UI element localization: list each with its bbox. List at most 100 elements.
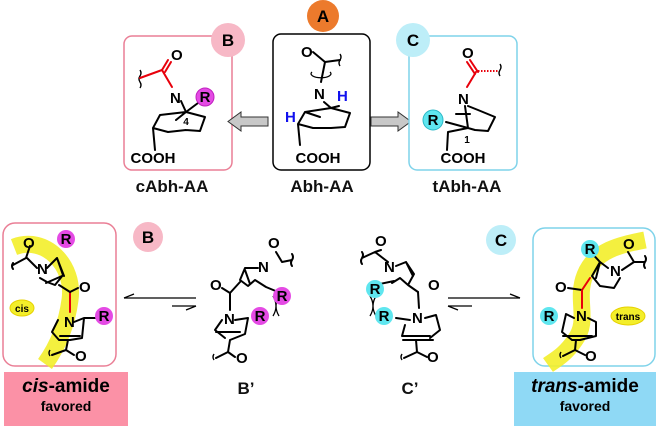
favored-label: favored: [559, 398, 611, 414]
trans-tag: [610, 306, 646, 326]
atom-r: R: [428, 112, 439, 129]
panel-tabh: C O N R 1 COOH: [396, 23, 518, 171]
panel-cis: cis O N O N O R R: [2, 222, 117, 369]
bicyclic-skeleton: [152, 100, 206, 151]
atom-o1: O: [375, 233, 387, 250]
atom-o1: O: [23, 235, 35, 252]
bicyclic-skeleton: [297, 101, 351, 146]
ring-2: [51, 317, 98, 356]
atom-r2: R: [99, 308, 110, 325]
badge-c-label: C: [407, 31, 419, 50]
atom-n1: N: [37, 261, 48, 278]
ring-1: [221, 267, 279, 294]
r-group-2: [95, 307, 113, 325]
atom-n1: N: [384, 259, 395, 276]
atom-o2: O: [79, 279, 91, 296]
ring-2: [395, 314, 441, 359]
badge-b-circle: [211, 23, 245, 57]
position-label: 1: [464, 135, 470, 146]
badge-c-bottom-label: C: [495, 231, 507, 250]
atom-r2: R: [379, 308, 390, 325]
arrow-to-c: [370, 111, 412, 132]
atom-n: N: [314, 86, 325, 103]
carbonyl-2: [567, 287, 583, 291]
atom-n1: N: [258, 259, 269, 276]
panel-trans-border: [532, 227, 656, 367]
r-group-2: [540, 307, 558, 325]
atom-r1: R: [277, 288, 288, 305]
trans-amide-label: trans-amide: [514, 376, 656, 398]
badge-c-circle: [396, 23, 430, 57]
atom-o3: O: [585, 348, 597, 365]
panel-trans: trans O N O N O R R: [532, 227, 656, 372]
carbonyl-bond-2: [164, 61, 172, 73]
atom-o: O: [171, 47, 183, 64]
wavy-bond: [212, 353, 215, 361]
panel-a-border: [272, 33, 371, 171]
badge-b-label: B: [222, 31, 234, 50]
amide-bond: [417, 291, 420, 309]
carbonyl-bond: [469, 59, 479, 73]
carbonyl-bond: [161, 59, 169, 71]
favored-label: favored: [40, 398, 92, 414]
amide-text: -amide: [48, 376, 110, 397]
cn-bond: [466, 71, 477, 88]
r-group-1: [273, 287, 291, 305]
trans-tag-label: trans: [616, 312, 641, 323]
r-group-circle: [195, 87, 215, 107]
atom-o2: O: [555, 279, 567, 296]
cis-tag-label: cis: [15, 304, 29, 315]
ring-1: [586, 247, 621, 289]
amide-text: -amide: [577, 376, 639, 397]
equilibrium-arrows-left: [123, 293, 197, 311]
atom-o: O: [301, 44, 313, 61]
carbonyl-bond-2: [466, 61, 476, 75]
acid-group: COOH: [131, 150, 176, 167]
atom-r2: R: [544, 308, 555, 325]
atom-n: N: [458, 91, 469, 108]
arrow-to-b: [227, 111, 269, 132]
atom-o2: O: [428, 277, 440, 294]
badge-b-bottom-label: B: [142, 228, 154, 247]
r-group-1: [366, 280, 384, 298]
amide-link: [581, 277, 591, 291]
atom-o: O: [462, 45, 474, 62]
atom-n1: N: [610, 263, 621, 280]
caption-cabh: cAbh-AA: [136, 177, 209, 196]
atom-n: N: [170, 90, 181, 107]
acid-group: COOH: [441, 150, 486, 167]
cis-italic: cis: [22, 376, 49, 397]
carbonyl-1: [621, 251, 647, 271]
structure-b-prime: O N O N O R R: [210, 235, 294, 367]
badge-b-bottom: [133, 222, 163, 252]
atom-n2: N: [224, 311, 235, 328]
ring-2: [561, 313, 597, 357]
atom-h-bridgehead: H: [337, 88, 348, 105]
atom-o1: O: [623, 236, 635, 253]
atom-n2: N: [64, 314, 75, 331]
amide-bond: [139, 69, 163, 79]
badge-c-bottom: [486, 225, 516, 255]
position-label: 4: [183, 117, 189, 128]
carbonyl-1: [275, 251, 294, 267]
caption-b-prime: B’: [238, 379, 255, 398]
ring-1: [11, 245, 71, 293]
wavy-bond: [559, 351, 562, 359]
atom-o2: O: [210, 277, 222, 294]
atom-o1: O: [268, 235, 280, 252]
panel-c-border: [408, 35, 518, 171]
rotation-arrow-icon: [310, 71, 332, 79]
cis-tag: [9, 299, 35, 317]
ring-1: [374, 261, 419, 293]
structure-c-prime: O N O N O R R: [360, 233, 441, 366]
cn-bond: [320, 61, 326, 83]
caption-tabh: tAbh-AA: [433, 177, 502, 196]
panel-cabh: B O N R 4 COOH: [123, 23, 245, 171]
badge-a-circle: [307, 0, 339, 32]
trans-italic: trans: [531, 376, 578, 397]
equilibrium-arrows-right: [447, 293, 521, 311]
carbonyl: [69, 287, 79, 293]
atom-o3: O: [427, 349, 439, 366]
r-group-circle: [422, 109, 444, 131]
